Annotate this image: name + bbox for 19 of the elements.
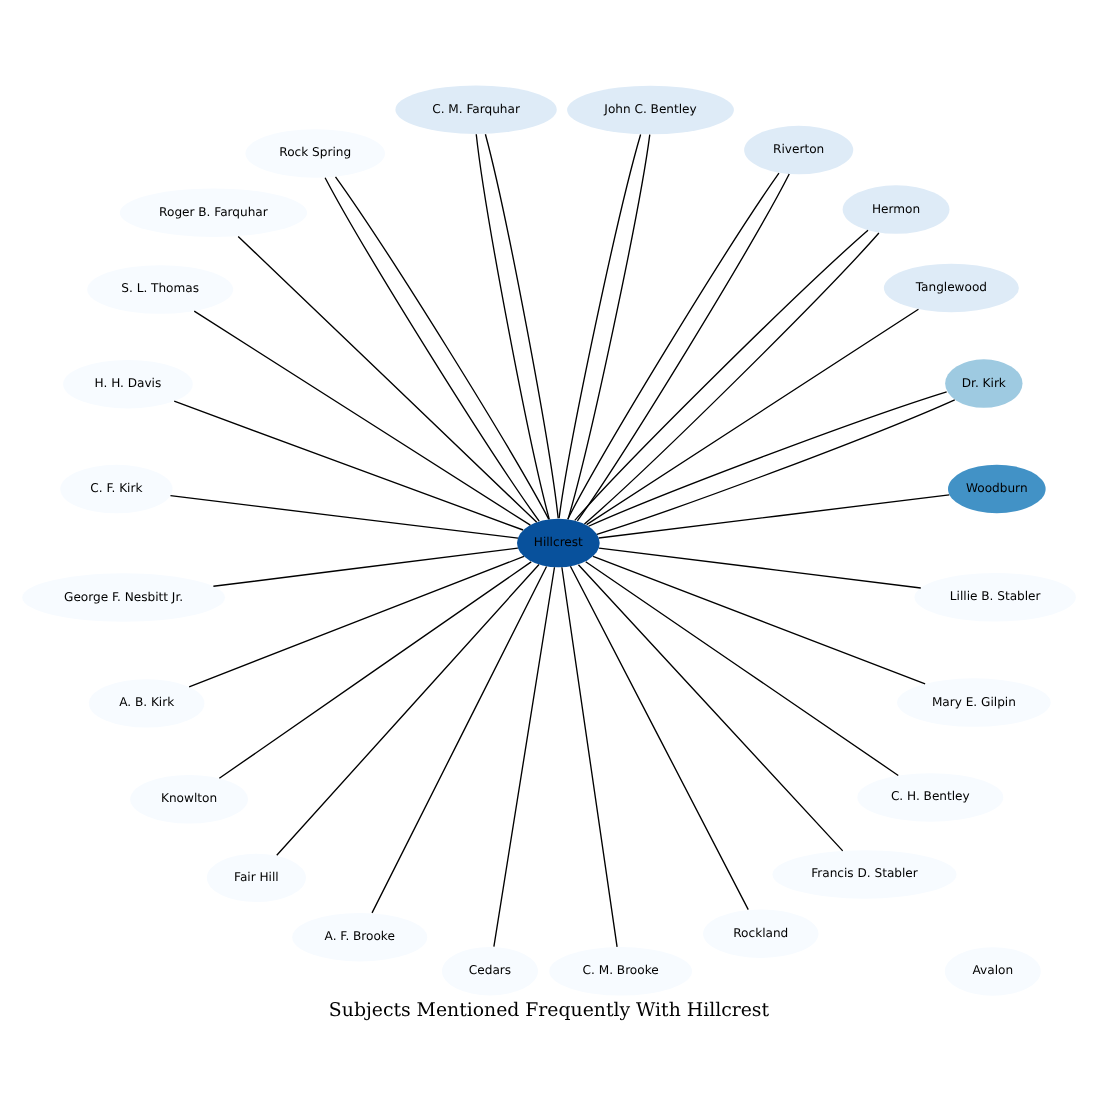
diagram-title: Subjects Mentioned Frequently With Hillcrest (328, 1000, 770, 1023)
connector (569, 565, 749, 911)
connector (592, 555, 926, 685)
connector (173, 400, 524, 531)
connector (371, 565, 548, 914)
connector (598, 494, 950, 539)
connector (585, 561, 899, 777)
connector (276, 563, 540, 856)
connector (193, 310, 532, 526)
connector (598, 547, 922, 589)
connector (585, 308, 920, 526)
connector (212, 547, 519, 587)
connector (561, 566, 618, 948)
connector (169, 495, 519, 539)
connector (188, 555, 525, 688)
connector (493, 566, 556, 948)
connector (237, 235, 538, 524)
connector (577, 564, 844, 852)
connector (218, 561, 532, 779)
